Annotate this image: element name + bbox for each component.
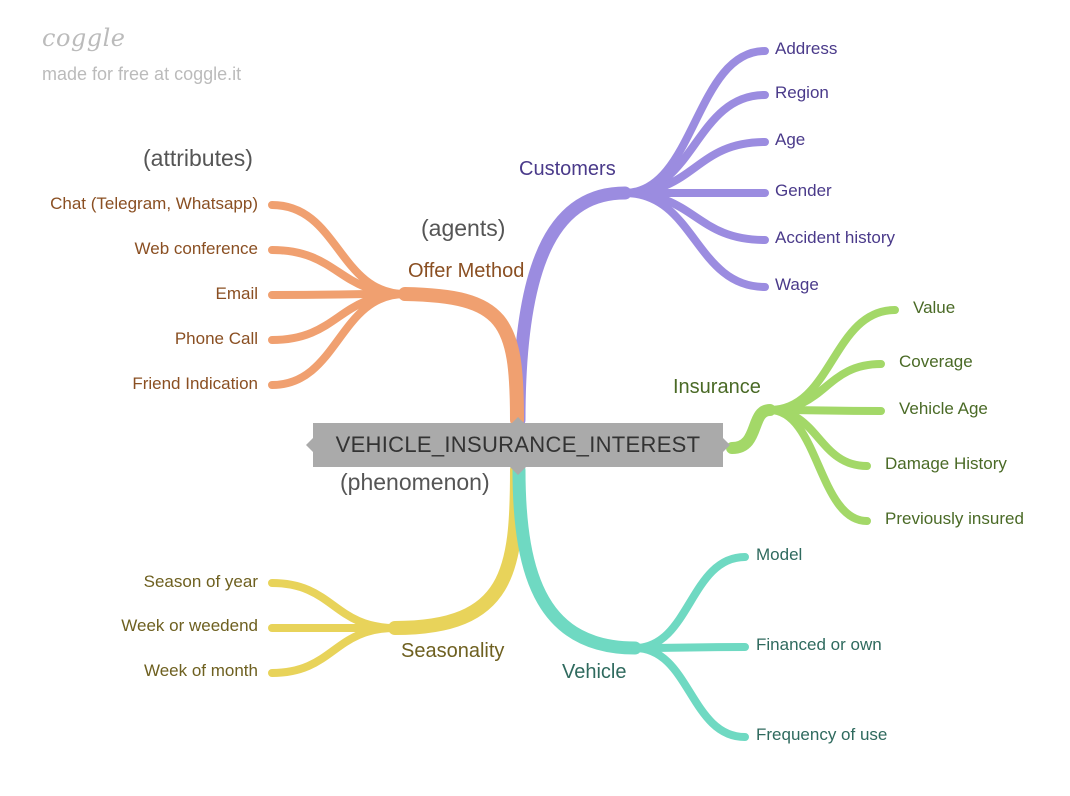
- connector-vehicle-leaf-2: [631, 644, 749, 741]
- connector-seasonality-leaf-0: [268, 579, 399, 632]
- connector-customers: [512, 186, 632, 427]
- leaf-offer-friend-indication[interactable]: Friend Indication: [132, 374, 258, 393]
- leaf-customers-gender[interactable]: Gender: [775, 181, 832, 200]
- central-node-notch-3: [510, 467, 526, 475]
- offer-method-note: (agents): [421, 215, 506, 241]
- leaf-insurance-damage-history[interactable]: Damage History: [885, 454, 1007, 473]
- leaf-vehicle-frequency-of-use[interactable]: Frequency of use: [756, 725, 888, 744]
- central-node-notch-1: [722, 437, 730, 453]
- leaf-insurance-coverage[interactable]: Coverage: [899, 352, 973, 371]
- central-node[interactable]: VEHICLE_INSURANCE_INTEREST: [313, 423, 723, 467]
- branch-customers[interactable]: Customers: [519, 158, 616, 180]
- leaf-customers-age[interactable]: Age: [775, 130, 806, 149]
- leaf-insurance-previously-insured[interactable]: Previously insured: [885, 509, 1024, 528]
- central-note: (phenomenon): [340, 469, 490, 495]
- central-node-notch-0: [306, 437, 314, 453]
- offer-method-group-note: (attributes): [143, 145, 253, 171]
- connector-vehicle: [512, 463, 642, 655]
- leaf-seasonality-week-or-weekend[interactable]: Week or weedend: [121, 616, 258, 635]
- leaf-insurance-vehicle-age[interactable]: Vehicle Age: [899, 399, 988, 418]
- leaf-vehicle-financed-or-own[interactable]: Financed or own: [756, 635, 882, 654]
- leaf-customers-wage[interactable]: Wage: [775, 275, 819, 294]
- connector-offer-leaf-4: [268, 290, 409, 389]
- connector-offer-method: [398, 287, 524, 427]
- leaf-offer-phone-call[interactable]: Phone Call: [174, 329, 258, 348]
- coggle-logo[interactable]: coggle: [42, 24, 126, 52]
- connector-seasonality-leaf-2: [268, 624, 399, 677]
- leaf-seasonality-week-of-month[interactable]: Week of month: [143, 661, 258, 680]
- leaf-vehicle-model[interactable]: Model: [756, 545, 803, 564]
- branch-seasonality[interactable]: Seasonality: [401, 640, 505, 662]
- connector-customers-leaf-5: [621, 189, 769, 291]
- coggle-tagline[interactable]: made for free at coggle.it: [42, 64, 242, 84]
- leaf-customers-accident-history[interactable]: Accident history: [775, 228, 895, 247]
- leaf-offer-web-conference[interactable]: Web conference: [134, 239, 258, 258]
- central-node-label: VEHICLE_INSURANCE_INTEREST: [335, 432, 701, 457]
- branch-insurance[interactable]: Insurance: [673, 376, 761, 398]
- leaf-offer-email[interactable]: Email: [215, 284, 258, 303]
- leaf-customers-address[interactable]: Address: [775, 39, 838, 58]
- connector-insurance-leaf-0: [766, 306, 899, 414]
- leaf-seasonality-season-of-year[interactable]: Season of year: [143, 572, 258, 591]
- connector-insurance-leaf-4: [766, 406, 871, 525]
- leaf-customers-region[interactable]: Region: [775, 83, 829, 102]
- branch-offer-method[interactable]: Offer Method: [408, 260, 525, 282]
- connector-vehicle-leaf-0: [631, 553, 749, 652]
- branch-vehicle[interactable]: Vehicle: [562, 661, 627, 683]
- connector-insurance: [726, 404, 776, 454]
- leaf-offer-chat[interactable]: Chat (Telegram, Whatsapp): [50, 194, 258, 213]
- leaf-insurance-value[interactable]: Value: [913, 298, 956, 317]
